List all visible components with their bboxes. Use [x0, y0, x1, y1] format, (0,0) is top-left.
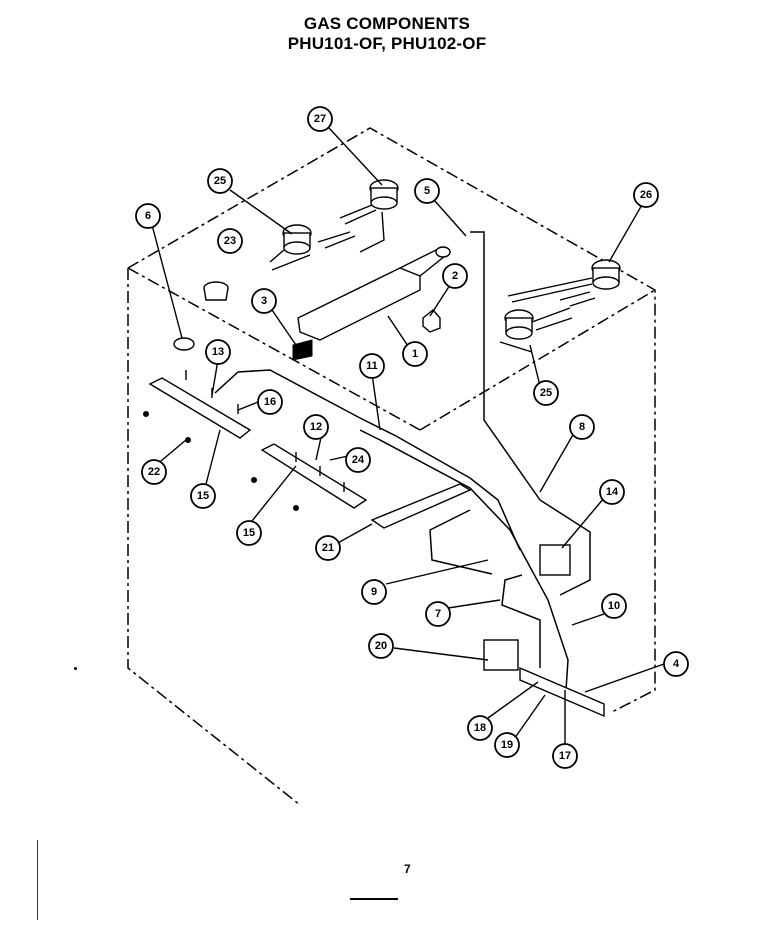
- callout-1: 1: [402, 341, 428, 367]
- bracket-2: [422, 309, 441, 333]
- callout-21: 21: [315, 535, 341, 561]
- valve-14: [539, 544, 571, 576]
- leader-lines: [151, 127, 665, 746]
- svg-text:13: 13: [212, 346, 224, 358]
- svg-text:19: 19: [501, 739, 513, 751]
- svg-text:25: 25: [214, 175, 226, 187]
- callout-7: 7: [425, 601, 451, 627]
- callout-4: 4: [663, 651, 689, 677]
- speck: [74, 667, 77, 670]
- svg-text:7: 7: [435, 608, 441, 620]
- callout-10: 10: [601, 593, 627, 619]
- svg-text:5: 5: [424, 185, 430, 197]
- svg-text:15: 15: [197, 490, 209, 502]
- callout-12: 12: [303, 414, 329, 440]
- model-numbers: PHU101-OF, PHU102-OF: [287, 34, 487, 53]
- svg-text:2: 2: [452, 270, 458, 282]
- callout-26: 26: [633, 182, 659, 208]
- callout-24: 24: [345, 447, 371, 473]
- gas-lines: [214, 231, 591, 691]
- svg-text:27: 27: [314, 113, 326, 125]
- callout-20: 20: [368, 633, 394, 659]
- callout-17: 17: [552, 743, 578, 769]
- svg-text:16: 16: [264, 396, 276, 408]
- broiler-tube-21: [370, 483, 472, 529]
- svg-text:10: 10: [608, 600, 620, 612]
- callout-9: 9: [361, 579, 387, 605]
- callout-8: 8: [569, 414, 595, 440]
- svg-text:22: 22: [148, 466, 160, 478]
- svg-text:23: 23: [224, 235, 236, 247]
- svg-text:21: 21: [322, 542, 334, 554]
- svg-text:25: 25: [540, 387, 552, 399]
- callout-5: 5: [414, 178, 440, 204]
- svg-text:26: 26: [640, 189, 652, 201]
- callout-6: 6: [135, 203, 161, 229]
- svg-text:24: 24: [352, 454, 365, 466]
- svg-text:6: 6: [145, 210, 151, 222]
- callout-22: 22: [141, 459, 167, 485]
- callout-23: 23: [217, 228, 243, 254]
- callouts: 27 25 5 26 6 23 2 3 1 13 11 25 16 8 12 2…: [135, 106, 689, 769]
- manifold-rails: [143, 370, 368, 511]
- callout-11: 11: [359, 353, 385, 379]
- svg-text:4: 4: [673, 658, 680, 670]
- svg-text:17: 17: [559, 750, 571, 762]
- svg-text:8: 8: [579, 421, 585, 433]
- callout-19: 19: [494, 732, 520, 758]
- callout-18: 18: [467, 715, 493, 741]
- callout-13: 13: [205, 339, 231, 365]
- callout-25b: 25: [533, 380, 559, 406]
- callout-15b: 15: [236, 520, 262, 546]
- svg-text:12: 12: [310, 421, 322, 433]
- manifold-pipe: [519, 666, 605, 718]
- svg-text:18: 18: [474, 722, 486, 734]
- svg-text:9: 9: [371, 586, 377, 598]
- svg-text:3: 3: [261, 295, 267, 307]
- cabinet-outline: [127, 127, 656, 806]
- left-margin-line: [37, 840, 38, 920]
- callout-15a: 15: [190, 483, 216, 509]
- svg-text:1: 1: [412, 348, 418, 360]
- callout-14: 14: [599, 479, 625, 505]
- svg-text:15: 15: [243, 527, 255, 539]
- bottom-rule: [350, 898, 398, 900]
- callout-16: 16: [257, 389, 283, 415]
- callout-25a: 25: [207, 168, 233, 194]
- cabinet-top-right-edge: [127, 127, 656, 713]
- cabinet-left-edge: [127, 268, 301, 806]
- part-6: [173, 337, 195, 351]
- callout-27: 27: [307, 106, 333, 132]
- callout-3: 3: [251, 288, 277, 314]
- page-number: 7: [404, 862, 411, 876]
- svg-text:20: 20: [375, 640, 387, 652]
- valve-20: [483, 639, 519, 671]
- top-burners: [269, 179, 621, 353]
- oven-burner: [297, 246, 452, 341]
- page-title: GAS COMPONENTS: [303, 14, 471, 33]
- clip-3: [292, 339, 313, 361]
- cabinet-front-top-edge: [127, 267, 421, 431]
- svg-text:11: 11: [366, 360, 378, 372]
- callout-2: 2: [442, 263, 468, 289]
- svg-text:14: 14: [606, 486, 619, 498]
- cabinet-inner-edge: [419, 289, 656, 431]
